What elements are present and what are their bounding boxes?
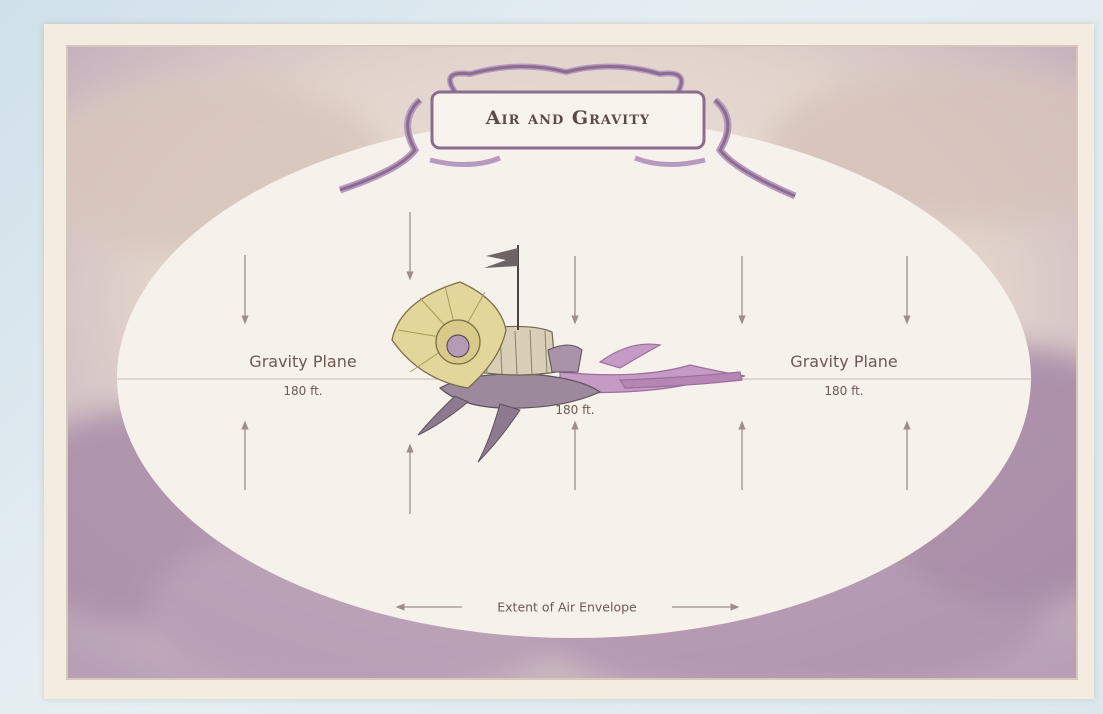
distance-label-center: 180 ft. (555, 403, 594, 417)
diagram-title: Air and Gravity (486, 107, 650, 129)
envelope-extent-label: Extent of Air Envelope (497, 600, 637, 615)
distance-label-right: 180 ft. (824, 384, 863, 398)
distance-label-left: 180 ft. (283, 384, 322, 398)
gravity-plane-label-left: Gravity Plane (249, 352, 356, 371)
title-plaque-label: Air and Gravity (428, 92, 708, 144)
gravity-plane-label-right: Gravity Plane (790, 352, 897, 371)
